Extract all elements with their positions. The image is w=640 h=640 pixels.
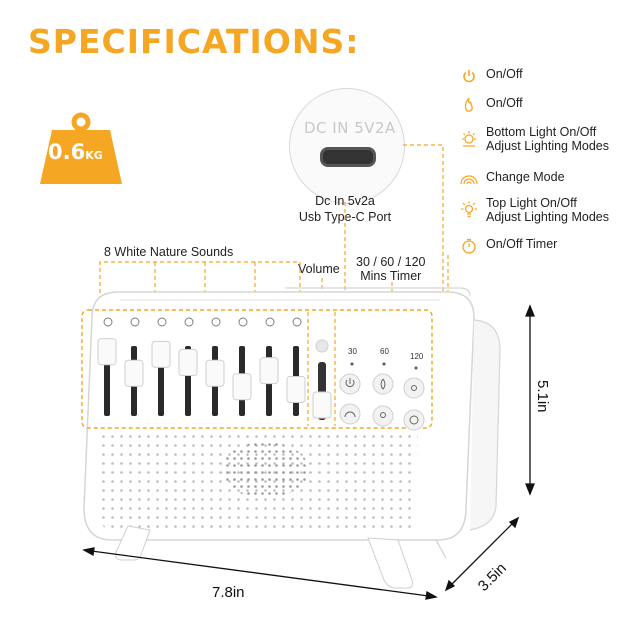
timer-label: 30 / 60 / 120 Mins Timer	[356, 255, 426, 283]
volume-slider-knob[interactable]	[312, 391, 332, 419]
timer-mark-60: 60	[380, 347, 389, 356]
port-closeup: DC IN 5V2A	[289, 88, 405, 204]
rainbow-icon	[460, 170, 478, 188]
spec-item-bottom-light: Bottom Light On/Off Adjust Lighting Mode…	[460, 125, 609, 153]
sound-5-icon	[211, 317, 221, 327]
page-title: SPECIFICATIONS:	[28, 22, 360, 61]
sounds-label: 8 White Nature Sounds	[104, 245, 234, 259]
spec-label: Top Light On/Off Adjust Lighting Modes	[486, 196, 609, 224]
timer-button[interactable]	[403, 409, 425, 431]
usb-c-port	[320, 147, 376, 167]
weight-icon	[40, 112, 122, 184]
weight-value: 0.6	[48, 140, 86, 164]
volume-label: Volume	[298, 262, 340, 276]
sound-7-icon	[265, 317, 275, 327]
spec-label: On/Off	[486, 67, 523, 81]
sound-6-icon	[238, 317, 248, 327]
weight-unit: KG	[85, 149, 103, 162]
timer-mark-120: 120	[410, 352, 424, 361]
sound-slider-knob[interactable]	[178, 349, 198, 376]
spec-item-top-light: Top Light On/Off Adjust Lighting Modes	[460, 196, 609, 224]
flame-icon	[460, 96, 478, 114]
spec-label: Change Mode	[486, 170, 565, 184]
port-engraving: DC IN 5V2A	[304, 119, 396, 137]
mode-button[interactable]	[339, 403, 361, 425]
width-dimension: 7.8in	[212, 584, 245, 601]
sound-slider-knob[interactable]	[151, 340, 171, 368]
timer-icon	[460, 237, 478, 255]
sound-1-icon	[103, 317, 113, 327]
flame-button[interactable]	[372, 373, 394, 395]
top-light-icon	[460, 201, 478, 219]
sound-slider-knob[interactable]	[259, 357, 279, 385]
bottom-light-icon	[460, 130, 478, 148]
sound-4-icon	[184, 317, 194, 327]
port-caption: Dc In 5v2a Usb Type-C Port	[298, 194, 392, 224]
top-light-button[interactable]	[372, 405, 394, 427]
spec-label: Bottom Light On/Off Adjust Lighting Mode…	[486, 125, 609, 153]
sound-slider-knob[interactable]	[97, 338, 117, 366]
spec-label: On/Off Timer	[486, 237, 558, 251]
spec-item-change-mode: Change Mode	[460, 170, 565, 188]
depth-dimension: 3.5in	[475, 560, 510, 595]
spec-item-flame: On/Off	[460, 96, 523, 114]
sound-slider-knob[interactable]	[286, 376, 306, 403]
sound-2-icon	[130, 317, 140, 327]
timer-mark-30: 30	[348, 347, 357, 356]
sound-3-icon	[157, 317, 167, 327]
bottom-light-button[interactable]	[403, 377, 425, 399]
weight-label: 0.6KG	[48, 140, 103, 164]
spec-item-power: On/Off	[460, 67, 523, 85]
spec-label: On/Off	[486, 96, 523, 110]
height-dimension: 5.1in	[534, 380, 551, 413]
sound-sliders	[97, 317, 306, 416]
sound-slider-knob[interactable]	[205, 359, 225, 387]
sound-8-icon	[292, 317, 302, 327]
power-icon	[460, 67, 478, 85]
sound-slider-knob[interactable]	[232, 373, 252, 401]
spec-item-timer: On/Off Timer	[460, 237, 557, 255]
sound-slider-knob[interactable]	[124, 359, 144, 387]
